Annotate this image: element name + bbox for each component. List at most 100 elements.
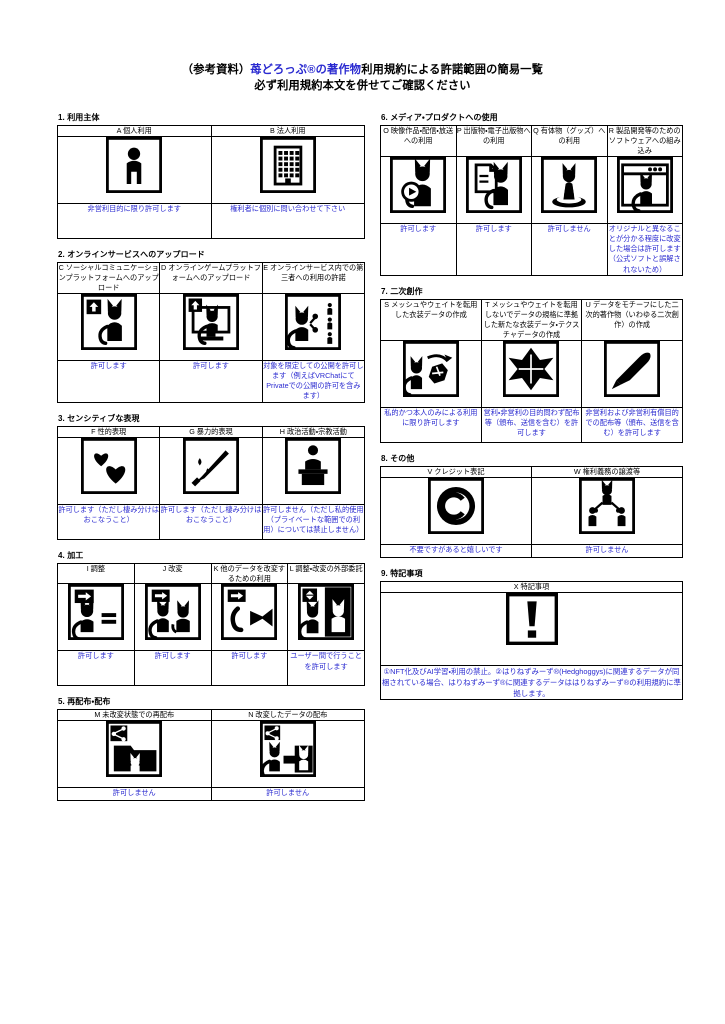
cell-permission-k: 許可します (210, 650, 289, 687)
permission-table: X 特記事項 ①NFT化及びAI学習・利用の禁止。②はりねずみーず®(Hedgho… (380, 580, 683, 700)
cell-header-x: X 特記事項 (380, 580, 683, 593)
knife-icon (182, 437, 239, 494)
cell-header-n: N 改変したデータの配布 (210, 709, 365, 722)
paintbrush-icon (604, 340, 661, 397)
cell-header-d: D オンラインゲームプラットフォームへのアップロード (159, 261, 263, 294)
cell-header-v: V クレジット表記 (380, 465, 532, 478)
cell-header-i: I 調整 (57, 562, 135, 585)
title-brand: 苺どろっぷ®の著作物 (250, 64, 362, 76)
table-permission-row: 非営利目的に限り許可します権利者に個別に問い合わせて下さい (57, 202, 365, 239)
cell-permission-o: 許可します (380, 222, 457, 276)
cell-permission-p: 許可します (455, 222, 532, 276)
cell-icon-s (380, 339, 482, 408)
table-permission-row: 私的かつ本人のみによる利用に限り許可します営利・非営利の目的問わず配布等（頒布、… (380, 406, 683, 443)
cell-icon-l (287, 583, 365, 652)
title-line-2: 必ず利用規約本文を併せてご確認ください (254, 80, 471, 93)
cell-icon-j (133, 583, 212, 652)
cell-permission-l: ユーザー間で行うことを許可します (287, 650, 365, 687)
page-title: （参考資料）苺どろっぷ®の著作物利用規約による許諾範囲の簡易一覧 必ず利用規約本… (0, 0, 725, 94)
title-prefix: （参考資料） (181, 64, 251, 76)
cell-header-q: Q 有体物（グッズ）への利用 (531, 125, 608, 157)
cell-permission-u: 非営利および非営利有償目的での配布等（頒布、送信を含む）を許可します (581, 406, 683, 443)
cell-header-g: G 暴力的表現 (159, 425, 263, 438)
cell-header-p: P 出版物・電子出版物への利用 (455, 125, 532, 157)
table-icon-row (57, 583, 365, 652)
cat-two-variants-icon (144, 584, 201, 641)
cell-permission-g: 許可します（ただし棲み分けはおこなうこと） (159, 503, 263, 540)
cell-permission-n: 許可しません (210, 787, 365, 802)
cell-icon-p (455, 155, 532, 224)
table-permission-row: 許可します許可します許可しますユーザー間で行うことを許可します (57, 650, 365, 687)
exclamation-icon (505, 592, 558, 645)
table-icon-row (380, 339, 683, 408)
cell-header-a: A 個人利用 (57, 125, 212, 137)
cell-header-e: E オンラインサービス内での第三者への利用の許諾 (261, 261, 366, 294)
cell-permission-e: 対象を限定しての公開を許可します（例えばVRChatにてPrivateでの公開の… (261, 359, 366, 403)
cell-header-c: C ソーシャルコミュニケーションプラットフォームへのアップロード (56, 261, 161, 294)
cat-share-people-icon (285, 293, 342, 350)
cell-header-r: R 製品開発等のためのソフトウェアへの組み込み (606, 125, 683, 157)
cell-icon-b (210, 135, 365, 204)
costume-new-icon (503, 340, 560, 397)
cell-permission-x: ①NFT化及びAI学習・利用の禁止。②はりねずみーず®(Hedghoggys)に… (380, 664, 683, 700)
cell-permission-i: 許可します (57, 650, 135, 687)
cell-icon-t (480, 339, 583, 408)
building-icon (259, 136, 316, 193)
cell-icon-g (159, 436, 263, 505)
cell-header-b: B 法人利用 (210, 125, 365, 137)
cell-icon-w (531, 476, 683, 545)
cell-icon-f (56, 436, 161, 505)
cell-icon-x (380, 591, 683, 666)
cell-icon-c (56, 292, 161, 361)
cell-header-j: J 改変 (133, 562, 212, 585)
cell-permission-d: 許可します (159, 359, 263, 403)
cell-icon-m (57, 720, 212, 789)
cell-icon-r (606, 155, 683, 224)
person-icon (106, 136, 163, 193)
cell-icon-h (261, 436, 366, 505)
table-permission-row: 許可します許可します対象を限定しての公開を許可します（例えばVRChatにてPr… (56, 359, 366, 403)
section-heading: 3. センシティブな表現 (58, 413, 140, 423)
table-permission-row: 許可します（ただし棲み分けはおこなうこと）許可します（ただし棲み分けはおこなうこ… (56, 503, 366, 540)
cell-permission-c: 許可します (56, 359, 161, 403)
section-heading: 6. メディア・プロダクトへの使用 (381, 113, 498, 122)
title-line-1: （参考資料）苺どろっぷ®の著作物利用規約による許諾範囲の簡易一覧 (0, 62, 725, 78)
table-icon-row (380, 155, 683, 224)
cell-icon-i (57, 583, 135, 652)
cell-permission-m: 許可しません (57, 787, 212, 802)
cat-document-icon (465, 156, 522, 213)
cat-upload-icon (80, 293, 137, 350)
cat-handoff-icon (298, 584, 355, 641)
section-heading: 2. オンラインサービスへのアップロード (58, 249, 205, 259)
table-icon-row (56, 436, 366, 505)
cell-icon-n (210, 720, 365, 789)
table-header-row: X 特記事項 (380, 580, 683, 593)
title-suffix: 利用規約による許諾範囲の簡易一覧 (361, 64, 544, 76)
cell-icon-k (210, 583, 289, 652)
table-permission-row: ①NFT化及びAI学習・利用の禁止。②はりねずみーず®(Hedghoggys)に… (380, 664, 683, 700)
table-permission-row: 不要ですがあると嬉しいです許可しません (380, 543, 683, 558)
cell-header-k: K 他のデータを改変するための利用 (210, 562, 289, 585)
cat-app-window-icon (616, 156, 673, 213)
section-heading: 8. その他 (381, 453, 415, 463)
section-heading: 5. 再配布・配布 (58, 697, 111, 707)
cell-icon-d (159, 292, 263, 361)
cell-header-f: F 性的表現 (56, 425, 161, 438)
section-heading: 7. 二次創作 (381, 286, 423, 296)
cat-tail-ribbon-icon (221, 584, 278, 641)
cell-header-s: S メッシュやウェイトを転用した衣装データの作成 (380, 298, 482, 341)
cell-header-l: L 調整・改変の外部委託 (287, 562, 365, 585)
